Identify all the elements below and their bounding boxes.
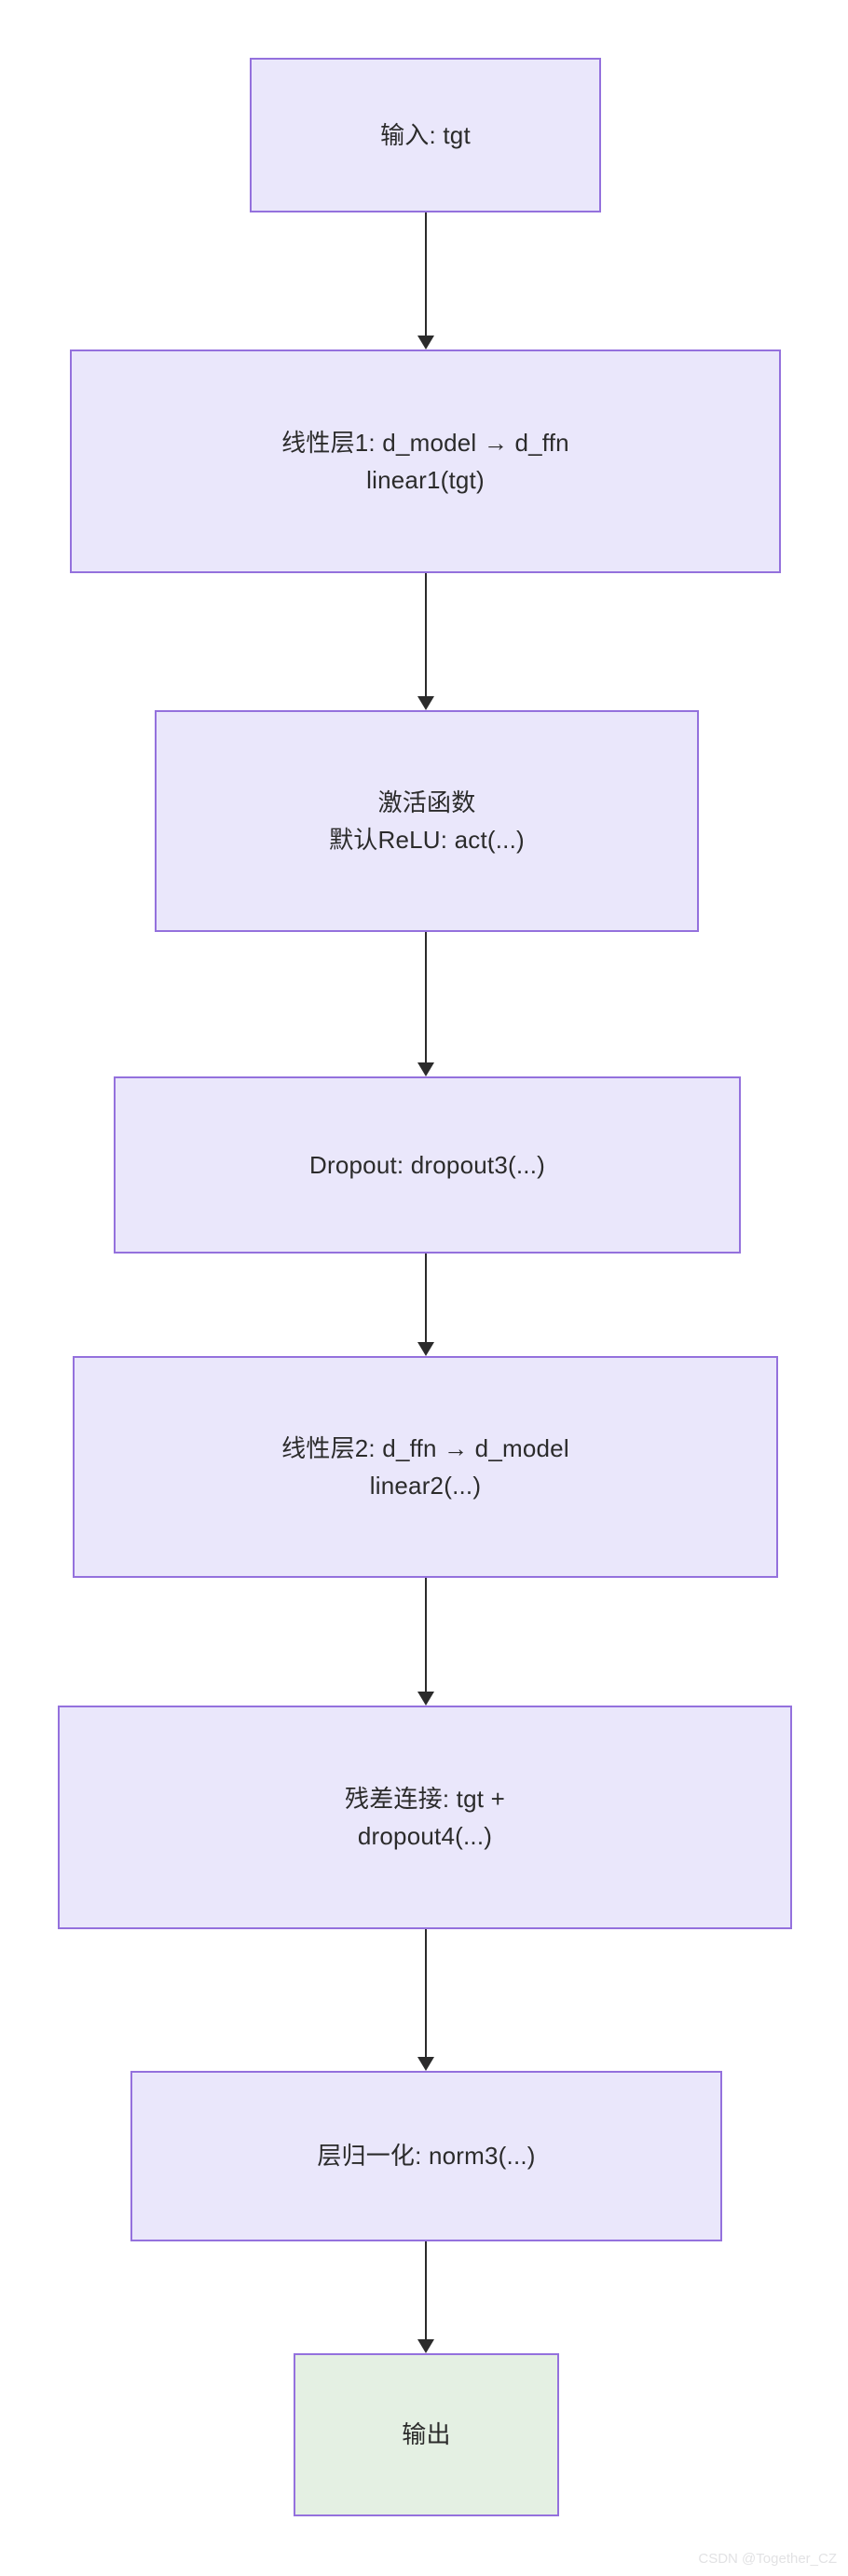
flow-arrow-norm3-to-output (407, 2241, 445, 2353)
flow-arrow-input-to-linear1 (407, 212, 445, 349)
arrow-shaft (424, 2241, 428, 2340)
flow-node-activation: 激活函数默认ReLU: act(...) (155, 710, 699, 932)
flow-node-input-line-1: 输入: tgt (380, 120, 471, 149)
flow-node-linear2-line-2: linear2(...) (369, 1472, 482, 1500)
arrow-shaft (424, 1578, 428, 1692)
flow-arrow-linear2-to-residual (407, 1578, 445, 1706)
flow-node-linear2: 线性层2: d_ffn → d_model linear2(...) (73, 1356, 778, 1578)
watermark-text: CSDN @Together_CZ (698, 2551, 837, 2567)
flow-node-linear1: 线性层1: d_model → d_ffn linear1(tgt) (70, 349, 781, 573)
arrow-shaft (424, 212, 428, 336)
flow-arrow-linear1-to-activation (407, 573, 445, 710)
arrow-shaft (424, 1254, 428, 1343)
flow-node-activation-line-2: 默认ReLU: act(...) (329, 826, 525, 854)
flow-arrow-activation-to-dropout3 (407, 932, 445, 1076)
flow-node-output: 输出 (294, 2353, 559, 2516)
arrow-head-icon (417, 2057, 434, 2071)
arrow-head-icon (417, 696, 434, 710)
arrow-shaft (424, 932, 428, 1063)
flow-arrow-residual-to-norm3 (407, 1929, 445, 2071)
arrow-shaft (424, 1929, 428, 2058)
arrow-head-icon (417, 336, 434, 349)
flow-node-residual-line-1: 残差连接: tgt + (345, 1784, 505, 1813)
arrow-head-icon (417, 2339, 434, 2353)
arrow-head-icon (417, 1692, 434, 1706)
flow-node-dropout3-line-1: Dropout: dropout3(...) (309, 1150, 545, 1179)
arrow-head-icon (417, 1062, 434, 1076)
flow-node-activation-line-1: 激活函数 (377, 788, 476, 816)
flow-node-dropout3: Dropout: dropout3(...) (114, 1076, 741, 1254)
arrow-head-icon (417, 1342, 434, 1356)
flow-node-output-line-1: 输出 (402, 2420, 451, 2449)
flow-node-norm3: 层归一化: norm3(...) (130, 2071, 722, 2241)
flow-node-residual: 残差连接: tgt + dropout4(...) (58, 1706, 792, 1929)
flow-node-input: 输入: tgt (250, 58, 601, 212)
flow-node-norm3-line-1: 层归一化: norm3(...) (317, 2142, 536, 2171)
flow-node-linear2-line-1: 线性层2: d_ffn → d_model (281, 1433, 569, 1462)
flow-node-linear1-line-2: linear1(tgt) (366, 466, 485, 494)
flow-node-residual-line-2: dropout4(...) (357, 1822, 493, 1850)
arrow-shaft (424, 573, 428, 697)
flow-node-linear1-line-1: 线性层1: d_model → d_ffn (281, 428, 569, 457)
flow-arrow-dropout3-to-linear2 (407, 1254, 445, 1356)
